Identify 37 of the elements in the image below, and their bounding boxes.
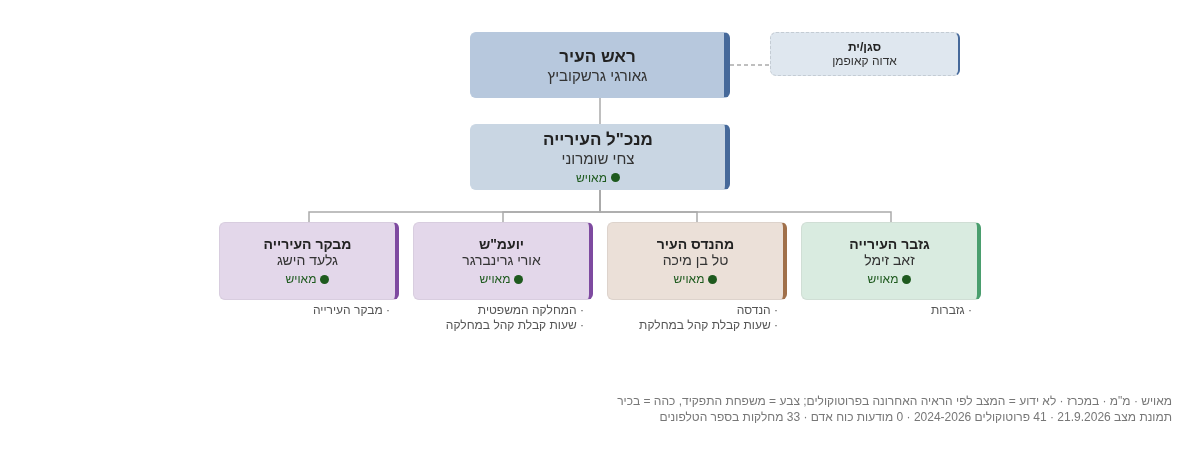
person-name: צחי שומרוני bbox=[561, 149, 635, 167]
connector-line bbox=[729, 64, 771, 66]
role-box bbox=[470, 124, 730, 190]
duty-note: · שעות קבלת קהל במחלקה bbox=[445, 318, 584, 332]
status-text: מאויש bbox=[285, 272, 317, 286]
duty-note: · מבקר העירייה bbox=[312, 303, 390, 317]
role-box bbox=[607, 222, 787, 300]
duty-note: · הנדסה bbox=[736, 303, 778, 317]
status-text: מאויש bbox=[673, 272, 705, 286]
person-name: גלעד הישג bbox=[276, 252, 339, 268]
role-title: מהנדס העיר bbox=[656, 236, 735, 252]
role-box bbox=[770, 32, 960, 76]
status-text: מאויש bbox=[479, 272, 511, 286]
role-box bbox=[470, 32, 730, 98]
duty-note: · המחלקה המשפטית bbox=[477, 303, 584, 317]
role-title: סגן/ית bbox=[847, 40, 882, 54]
person-name: זאב זימל bbox=[864, 252, 915, 268]
status-text: מאויש bbox=[867, 272, 899, 286]
duty-note: · שעות קבלת קהל במחלקת bbox=[639, 318, 778, 332]
role-box bbox=[801, 222, 981, 300]
status-text: מאויש bbox=[576, 170, 607, 185]
role-title: יועמ"ש bbox=[478, 236, 525, 252]
person-name: גאורגי גרשקוביץ bbox=[547, 66, 648, 84]
legend-note: מאויש · מ"מ · במכרז · לא ידוע = המצב לפי הראיה האחרונה בפרוטוקולים; צבע = משפחת התפקיד, כהה = בכיר bbox=[617, 394, 1172, 408]
person-name: אדוה קאופמן bbox=[832, 54, 897, 68]
role-title: גזבר העירייה bbox=[849, 236, 930, 252]
role-box bbox=[413, 222, 593, 300]
role-box bbox=[219, 222, 399, 300]
connector-line bbox=[308, 189, 601, 223]
legend-note: תמונת מצב 21.9.2026 · 41 פרוטוקולים 2024-2026 · 0 מודעות כוח אדם · 33 מחלקות בספר הטלפונים bbox=[659, 410, 1172, 424]
connector-line bbox=[599, 97, 601, 125]
duty-note: · גזברות bbox=[930, 303, 972, 317]
person-name: אורי גרינברגר bbox=[462, 252, 541, 268]
role-title: ראש העיר bbox=[559, 46, 636, 67]
role-title: מנכ"ל העירייה bbox=[543, 129, 653, 150]
person-name: טל בן מיכה bbox=[662, 252, 729, 268]
role-title: מבקר העירייה bbox=[263, 236, 352, 252]
